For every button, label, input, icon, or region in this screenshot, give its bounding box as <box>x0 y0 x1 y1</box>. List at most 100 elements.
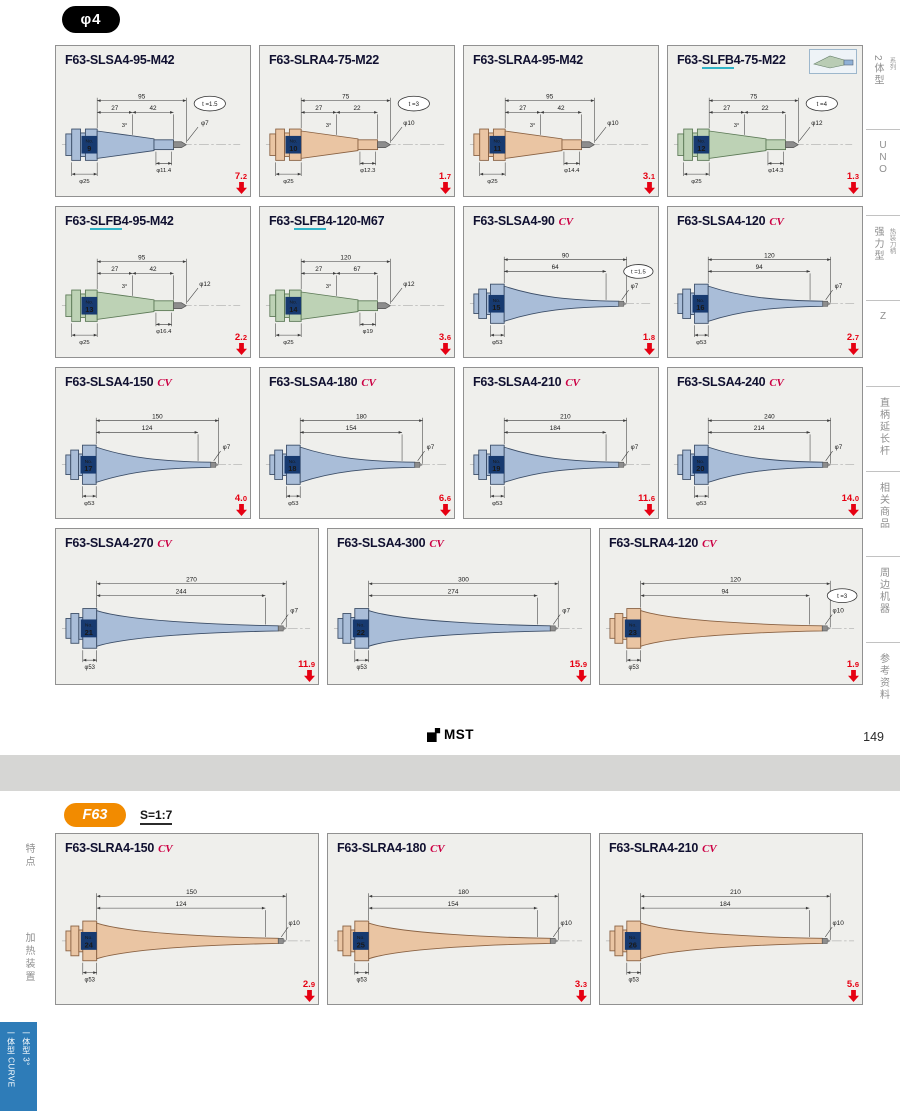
svg-text:95: 95 <box>546 93 554 100</box>
svg-text:No.: No. <box>697 459 705 465</box>
no-badge: No.22 <box>352 619 369 638</box>
tool-shape <box>65 920 287 962</box>
svg-text:t =3: t =3 <box>837 594 848 600</box>
down-arrow-icon <box>644 343 655 355</box>
svg-text:φ7: φ7 <box>223 444 231 451</box>
svg-text:20: 20 <box>696 464 704 473</box>
weight-value: 2.9 <box>303 979 315 1003</box>
weight-value: 1.7 <box>439 171 451 195</box>
svg-text:No.: No. <box>289 459 297 465</box>
svg-text:95: 95 <box>138 254 146 261</box>
svg-text:φ25: φ25 <box>79 179 90 185</box>
svg-text:φ7: φ7 <box>201 120 209 127</box>
svg-text:φ53: φ53 <box>629 978 640 984</box>
svg-text:75: 75 <box>342 93 350 100</box>
svg-text:φ25: φ25 <box>79 340 90 346</box>
svg-text:64: 64 <box>552 264 560 271</box>
svg-text:270: 270 <box>186 576 197 583</box>
no-badge: No.24 <box>80 931 97 950</box>
svg-text:75: 75 <box>750 93 758 100</box>
svg-text:φ7: φ7 <box>562 608 570 615</box>
svg-text:φ14.3: φ14.3 <box>768 168 783 174</box>
sidebar-tab-label: Z <box>877 311 889 324</box>
svg-text:φ12: φ12 <box>403 281 415 288</box>
product-title: F63-SLFB4-95-M42 <box>56 207 250 230</box>
weight-value: 1.8 <box>643 332 655 356</box>
weight-value: 11.9 <box>298 659 315 683</box>
series-code-underlined: SLFB <box>701 53 734 69</box>
svg-text:18: 18 <box>288 464 296 473</box>
svg-text:φ10: φ10 <box>607 120 619 127</box>
no-badge: No.15 <box>488 294 505 313</box>
sidebar-tab-label: 参考资料 <box>877 652 889 701</box>
svg-text:24: 24 <box>85 940 94 949</box>
title-text: F63-SLSA4-90 <box>473 214 555 228</box>
mst-logo-text: MST <box>444 727 474 742</box>
svg-text:22: 22 <box>357 628 365 637</box>
svg-text:9: 9 <box>87 144 91 153</box>
svg-text:42: 42 <box>557 105 565 112</box>
title-text: F63-SLRA4-210 <box>609 841 699 855</box>
weight-value: 11.6 <box>638 493 655 517</box>
svg-text:150: 150 <box>186 889 197 896</box>
title-text: F63-SLSA4-210 <box>473 375 562 389</box>
weight-value: 7.2 <box>235 171 247 195</box>
svg-text:3°: 3° <box>734 123 740 129</box>
svg-text:φ7: φ7 <box>631 444 639 451</box>
tool-shape <box>609 920 831 962</box>
title-text: F63-SLRA4-95-M42 <box>473 53 584 67</box>
svg-text:180: 180 <box>356 413 367 420</box>
weight-value: 1.3 <box>847 171 859 195</box>
svg-text:95: 95 <box>138 93 146 100</box>
inset-photo <box>809 49 857 74</box>
side-label-heating: 加热装置 <box>23 932 34 984</box>
svg-text:No.: No. <box>698 139 706 145</box>
svg-text:22: 22 <box>353 105 361 112</box>
no-badge: No.9 <box>81 135 98 154</box>
down-arrow-icon <box>576 670 587 682</box>
svg-text:23: 23 <box>629 628 637 637</box>
cv-mark: CV <box>565 377 580 389</box>
title-text: 4-120-M67 <box>325 214 385 228</box>
svg-text:No.: No. <box>290 139 298 145</box>
svg-text:10: 10 <box>289 144 297 153</box>
svg-text:27: 27 <box>723 105 731 112</box>
svg-text:150: 150 <box>152 413 163 420</box>
svg-text:42: 42 <box>149 105 157 112</box>
svg-text:φ7: φ7 <box>290 608 298 615</box>
down-arrow-icon <box>848 670 859 682</box>
cv-mark: CV <box>429 538 444 550</box>
down-arrow-icon <box>440 182 451 194</box>
svg-text:t =4: t =4 <box>817 102 828 108</box>
svg-text:15: 15 <box>492 303 500 312</box>
product-title: F63-SLSA4-95-M42 <box>56 46 250 67</box>
cv-mark: CV <box>157 538 172 550</box>
scale-note: S=1:7 <box>140 808 173 825</box>
svg-text:11: 11 <box>493 144 501 153</box>
down-arrow-icon <box>440 343 451 355</box>
svg-text:φ53: φ53 <box>696 501 706 507</box>
mst-logo: MST <box>427 727 474 742</box>
tool-shape <box>65 608 287 649</box>
down-arrow-icon <box>848 182 859 194</box>
svg-text:21: 21 <box>85 628 93 637</box>
svg-text:120: 120 <box>340 254 351 261</box>
